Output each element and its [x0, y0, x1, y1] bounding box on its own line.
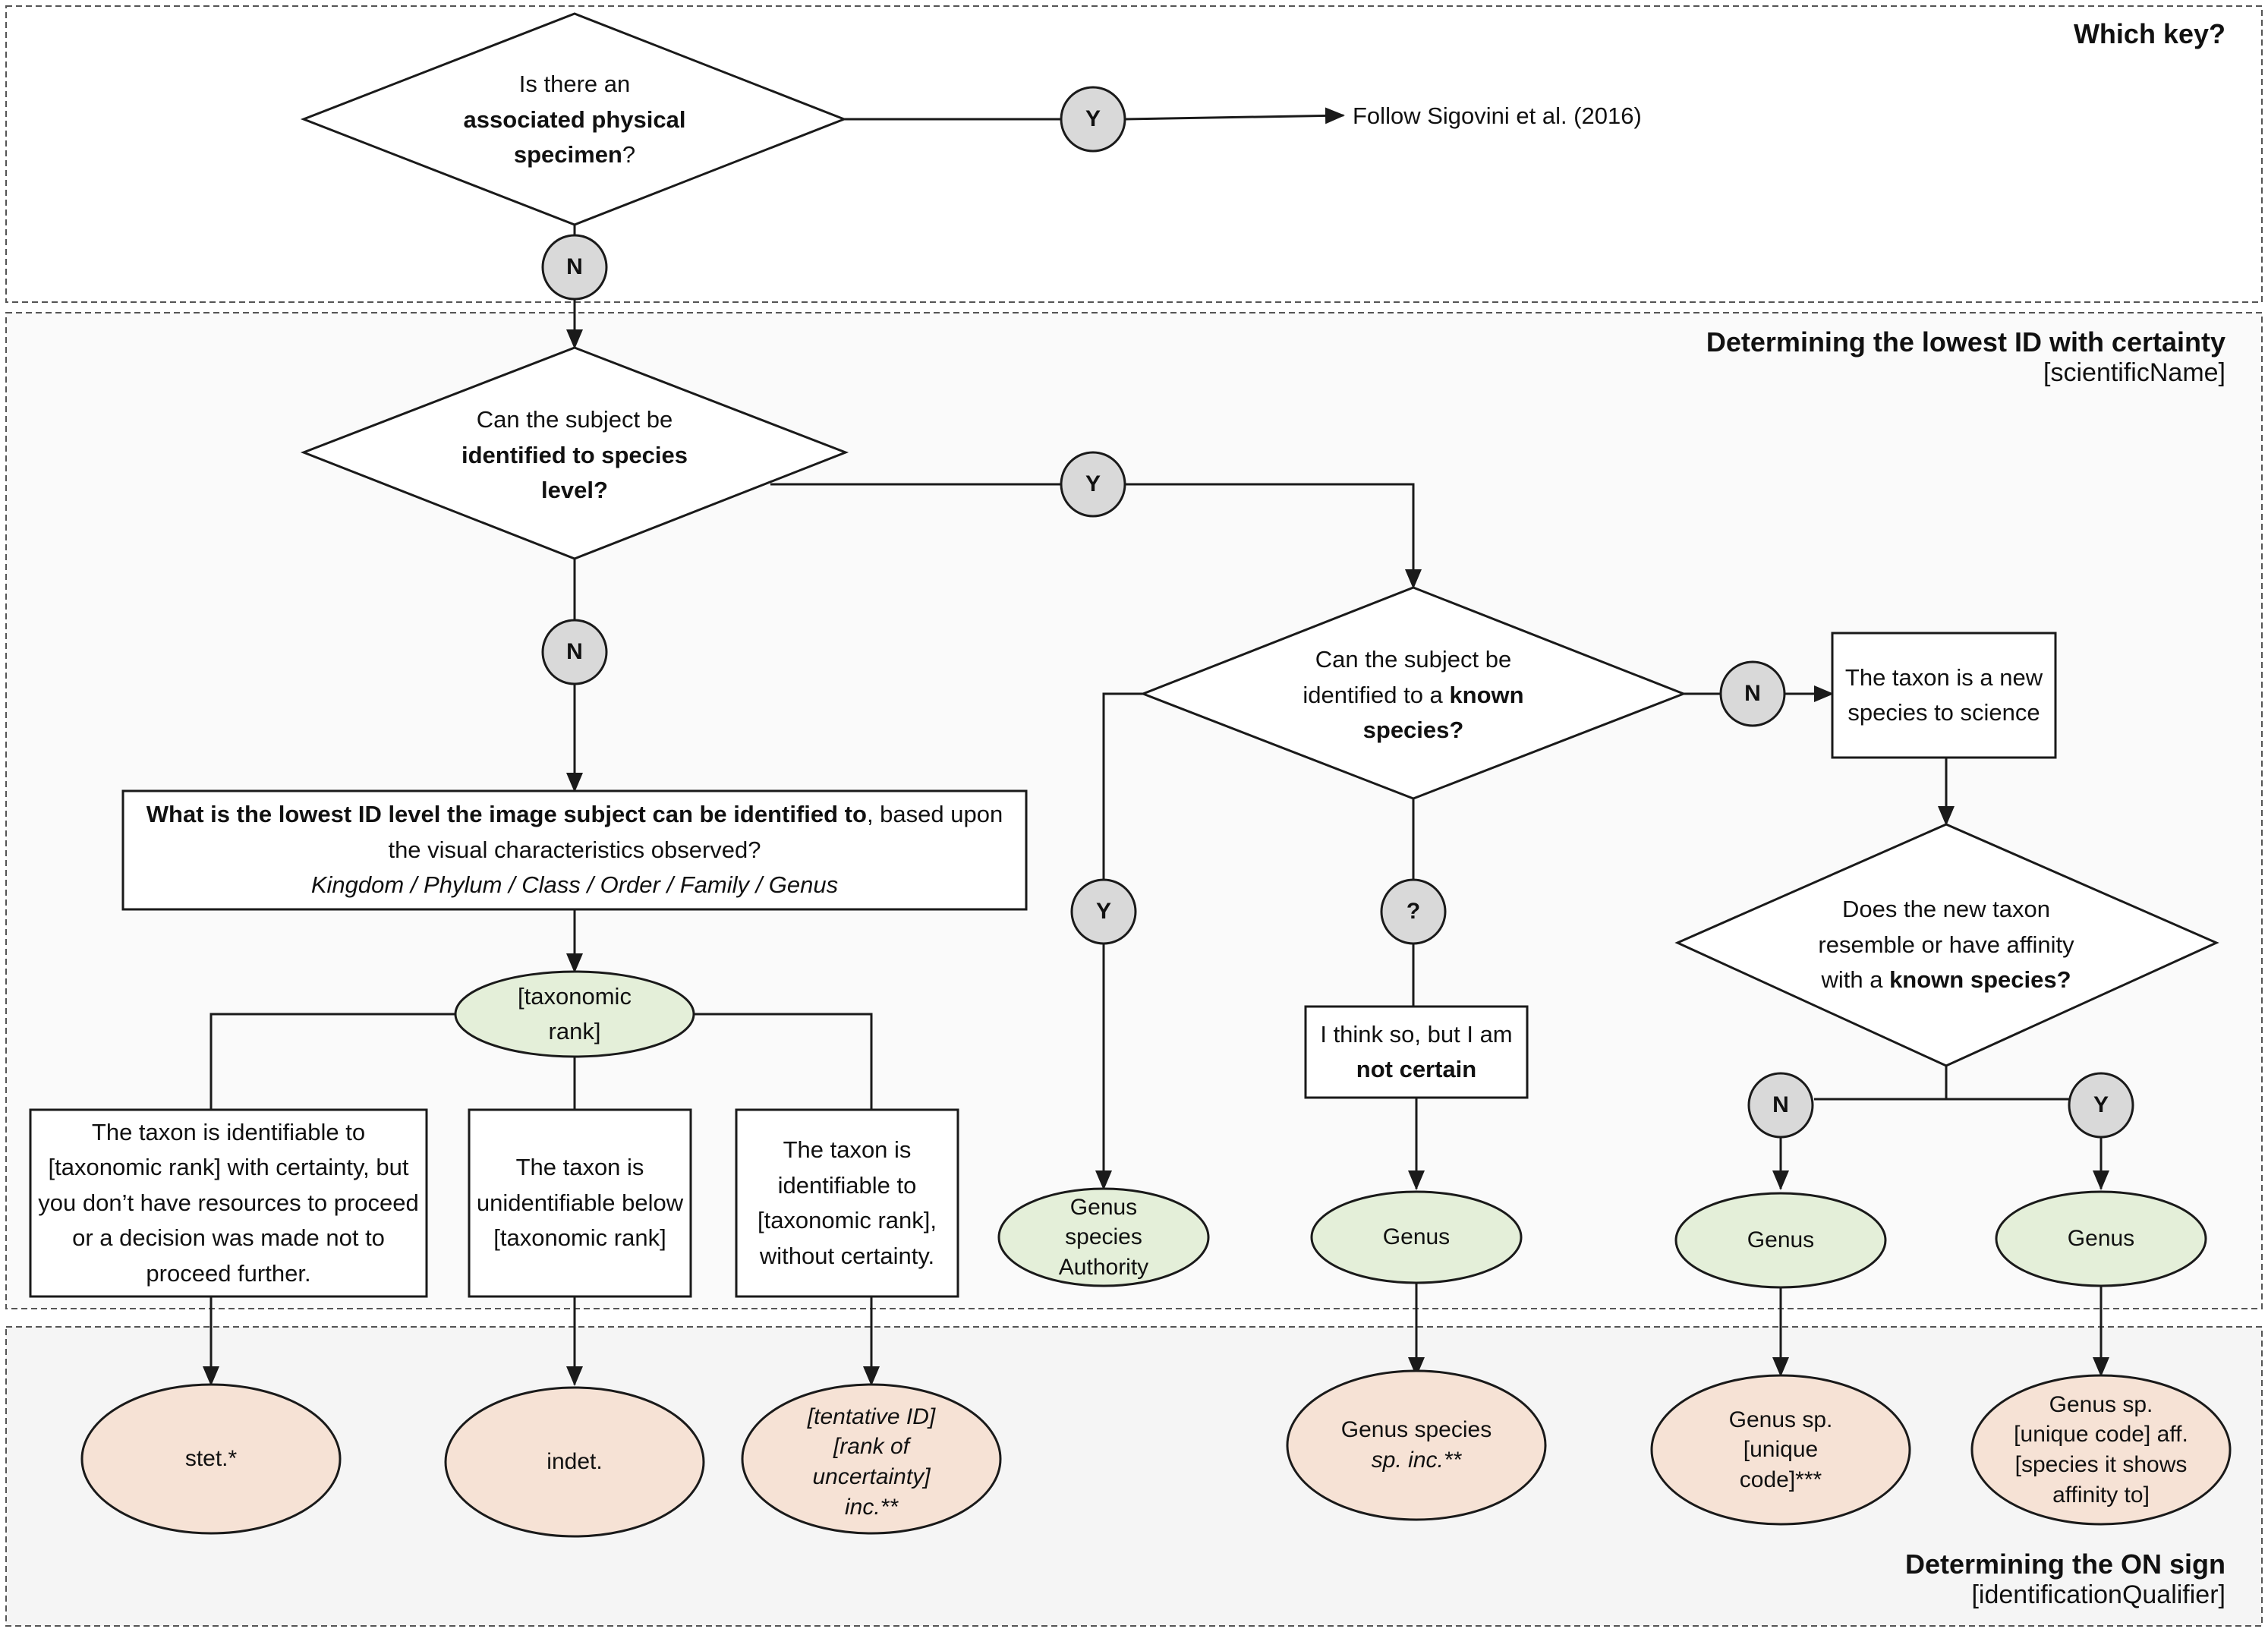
- edge-rank-right: [694, 1013, 873, 1110]
- species-level-bold: identified to species level?: [461, 441, 688, 504]
- connector-unsure-known-shape: [1380, 878, 1447, 945]
- decision-resemble-shape: [1674, 823, 2219, 1067]
- process-without-certainty: The taxon is identifiable to [taxonomic …: [757, 1136, 937, 1269]
- tentative-text: [tentative ID] [rank of uncertainty] inc…: [807, 1404, 936, 1520]
- process-unidentifiable: The taxon is unidentifiable below [taxon…: [476, 1154, 684, 1252]
- connector-y-species: Y: [1085, 471, 1101, 496]
- connector-y-known-shape: [1070, 878, 1137, 945]
- outcome-stet: stet.*: [184, 1446, 238, 1472]
- section-title-top: Which key?: [2073, 18, 2225, 49]
- species-level-pre: Can the subject be: [476, 406, 673, 433]
- rank-taxonomic-shape: [454, 970, 695, 1058]
- decision-species-level: Can the subject be identified to species …: [433, 402, 717, 509]
- decision-known-species: Can the subject be identified to a known…: [1275, 642, 1551, 748]
- connector-y-top: Y: [1085, 106, 1101, 131]
- lowest-italic: Kingdom / Phylum / Class / Order / Famil…: [310, 871, 839, 899]
- resemble-pre: Does the new taxon resemble or have affi…: [1818, 896, 2074, 994]
- section-subtitle-middle: [scientificName]: [2043, 358, 2225, 387]
- decision-resemble: Does the new taxon resemble or have affi…: [1814, 881, 2078, 1010]
- rank-taxonomic: [taxonomic rank]: [518, 982, 632, 1045]
- connector-y-top-shape: [1060, 86, 1126, 153]
- process-without-certainty-shape: [735, 1108, 959, 1298]
- section-subtitle-bottom: [identificationQualifier]: [1971, 1580, 2225, 1609]
- process-not-certain-shape: [1304, 1005, 1529, 1099]
- section-label-bottom: Determining the ON sign [identificationQ…: [1905, 1549, 2225, 1610]
- resemble-bold: known species?: [1889, 966, 2071, 994]
- connector-y-known: Y: [1095, 899, 1111, 924]
- connector-n-species-shape: [541, 619, 608, 685]
- section-panel-top: [5, 5, 2263, 303]
- not-certain-bold: not certain: [1356, 1056, 1477, 1082]
- outcome-unique-code: Genus sp. [unique code]***: [1728, 1407, 1833, 1492]
- process-unidentifiable-shape: [468, 1108, 692, 1298]
- decision-species-level-shape: [300, 346, 849, 560]
- edge-yes-follow: [1124, 107, 1345, 124]
- connector-y-resemble-shape: [2068, 1072, 2134, 1139]
- decision-physical-specimen-shape: [300, 12, 848, 226]
- section-label-top: Which key?: [2074, 18, 2225, 50]
- known-bold: known species?: [1362, 681, 1524, 744]
- edge-rank-left: [209, 1013, 455, 1110]
- outcome-indet-shape: [444, 1386, 705, 1538]
- rank-genus-y: Genus: [2067, 1226, 2135, 1252]
- connector-unsure-known: ?: [1406, 899, 1421, 924]
- outcome-aff-shape: [1970, 1374, 2232, 1526]
- outcome-tentative: [tentative ID] [rank of uncertainty] inc…: [789, 1401, 953, 1523]
- rank-genus-n: Genus: [1747, 1227, 1815, 1253]
- process-lowest-id: What is the lowest ID level the image su…: [129, 794, 1020, 906]
- process-rank-certain: The taxon is identifiable to [taxonomic …: [38, 1118, 419, 1287]
- species-inc-italic: sp. inc.**: [1371, 1448, 1462, 1473]
- connector-n-top-shape: [541, 234, 608, 301]
- outcome-stet-shape: [80, 1383, 342, 1535]
- process-rank-certain-shape: [29, 1108, 428, 1298]
- section-label-middle: Determining the lowest ID with certainty…: [1706, 326, 2225, 388]
- known-pre: Can the subject be identified to a: [1303, 646, 1512, 708]
- specimen-post: ?: [622, 141, 636, 169]
- rank-genus-n-shape: [1674, 1192, 1887, 1289]
- edge-yes-known: [1125, 483, 1422, 589]
- outcome-species-inc-shape: [1286, 1369, 1547, 1521]
- outcome-tentative-shape: [741, 1383, 1002, 1535]
- decision-physical-specimen: Is there an associated physical specimen?: [425, 67, 724, 173]
- process-lowest-id-shape: [121, 789, 1028, 911]
- rank-genus-unsure-shape: [1310, 1190, 1523, 1284]
- specimen-bold: associated physical specimen: [463, 106, 686, 169]
- edge-known-yes: [1102, 692, 1143, 881]
- connector-y-resemble: Y: [2093, 1092, 2109, 1117]
- process-new-species-shape: [1831, 632, 2057, 759]
- lowest-rest: , based upon the visual characteristics …: [388, 801, 1003, 863]
- connector-n-top: N: [566, 254, 583, 279]
- outcome-indet: indet.: [547, 1449, 603, 1475]
- outcome-aff: Genus sp. [unique code] aff. [species it…: [2014, 1391, 2188, 1508]
- species-inc-pre: Genus species: [1340, 1417, 1492, 1443]
- specimen-pre: Is there an: [518, 71, 631, 98]
- connector-n-resemble-shape: [1747, 1072, 1814, 1139]
- connector-y-species-shape: [1060, 451, 1126, 518]
- lowest-bold: What is the lowest ID level the image su…: [146, 801, 867, 828]
- rank-genus-unsure: Genus: [1382, 1224, 1451, 1250]
- outcome-unique-code-shape: [1650, 1374, 1911, 1526]
- connector-n-species: N: [566, 639, 583, 664]
- section-title-bottom: Determining the ON sign: [1904, 1549, 2225, 1580]
- rank-genus-y-shape: [1995, 1190, 2207, 1287]
- process-not-certain: I think so, but I am not certain: [1310, 1010, 1523, 1095]
- not-certain-pre: I think so, but I am: [1320, 1020, 1513, 1048]
- follow-sigovini: Follow Sigovini et al. (2016): [1353, 102, 1642, 129]
- outcome-species-inc: Genus species sp. inc.**: [1334, 1395, 1498, 1495]
- rank-authority-shape: [997, 1187, 1210, 1287]
- connector-n-known-shape: [1719, 660, 1786, 727]
- decision-known-species-shape: [1139, 586, 1687, 800]
- rank-authority: Genus species Authority: [1058, 1194, 1149, 1280]
- section-title-middle: Determining the lowest ID with certainty: [1706, 326, 2225, 358]
- process-new-species: The taxon is a new species to science: [1844, 663, 2043, 726]
- connector-n-known: N: [1744, 681, 1761, 706]
- connector-n-resemble: N: [1772, 1092, 1789, 1117]
